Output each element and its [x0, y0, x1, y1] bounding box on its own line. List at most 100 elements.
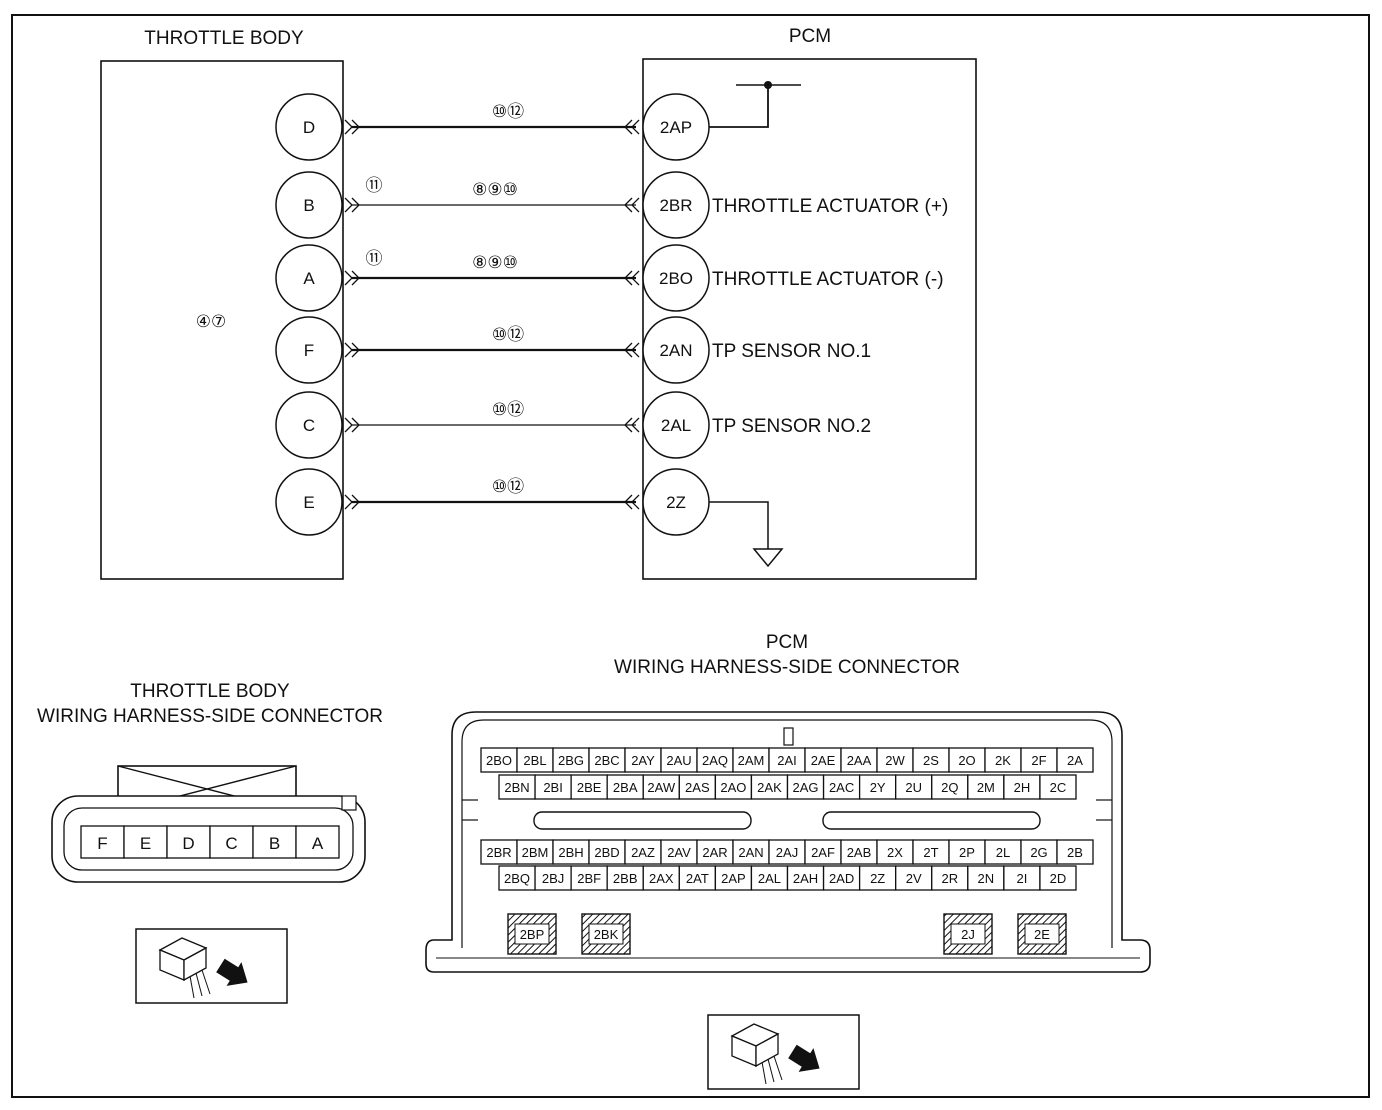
pcm-terminal-circle — [642, 391, 710, 459]
pcm-cavity-label: 2BG — [558, 753, 584, 768]
pcm-signal-label: THROTTLE ACTUATOR (-) — [712, 269, 944, 290]
wire-circuit-label: ⑧⑨⑩ — [472, 180, 518, 199]
tb-connector-pin-cell — [209, 825, 254, 859]
pcm-cavity-label: 2P — [959, 845, 975, 860]
pcm-terminal-circle — [642, 316, 710, 384]
tb-connector-pin-label: A — [312, 834, 324, 853]
pcm-cavity — [750, 774, 789, 800]
pcm-cavity — [1020, 839, 1058, 865]
connector-chevron — [624, 270, 633, 286]
tb-connector-shape — [51, 765, 366, 883]
connector-chevron — [631, 417, 640, 433]
pcm-special-cavity-label: 2E — [1034, 927, 1050, 942]
pcm-cavity-label: 2BI — [543, 780, 563, 795]
wire-circuit-label: ⑧⑨⑩ — [472, 253, 518, 272]
pcm-cavity — [768, 839, 806, 865]
connector-chevron — [631, 197, 640, 213]
pcm-cavity — [750, 865, 789, 891]
pcm-special-cavity: 2J — [943, 913, 993, 955]
tb-terminal-label: E — [303, 493, 314, 512]
pcm-cavity-label: 2Q — [941, 780, 958, 795]
pcm-terminal-circle — [642, 244, 710, 312]
tb-terminal-circle — [275, 93, 343, 161]
pcm-cavity-label: 2R — [941, 871, 958, 886]
tb-connector-title-line1: THROTTLE BODY — [130, 681, 290, 702]
pcm-cavity — [696, 747, 734, 773]
connector-chevron — [351, 417, 360, 433]
connector-chevron — [631, 342, 640, 358]
tb-connector-pin-cell — [166, 825, 211, 859]
pcm-cavity — [840, 839, 878, 865]
tb-connector-pin-label: E — [140, 834, 151, 853]
pcm-box — [642, 58, 977, 580]
pcm-cavity-label: 2BQ — [504, 871, 530, 886]
pcm-cavity — [912, 839, 950, 865]
pcm-cavity-label: 2BC — [594, 753, 619, 768]
pcm-cavity-label: 2V — [906, 871, 922, 886]
pcm-cavity-label: 2S — [923, 753, 939, 768]
pcm-cavity — [696, 839, 734, 865]
pcm-cavity — [660, 747, 698, 773]
tb-connector-pin-label: C — [225, 834, 237, 853]
connector-view-icon-right — [707, 1014, 860, 1090]
pcm-cavity-label: 2AD — [829, 871, 854, 886]
pcm-signal-label: TP SENSOR NO.2 — [712, 416, 871, 437]
pcm-cavity-label: 2AT — [686, 871, 709, 886]
pcm-cavity-label: 2H — [1014, 780, 1031, 795]
tb-terminal-label: D — [303, 118, 315, 137]
tb-connector-pin-label: B — [269, 834, 280, 853]
pcm-cavity-label: 2AZ — [631, 845, 655, 860]
tb-connector-pin-cell — [123, 825, 168, 859]
pcm-cavity — [804, 747, 842, 773]
connector-chevron — [351, 494, 360, 510]
pcm-cavity-label: 2O — [958, 753, 975, 768]
wire-circuit-label: ⑩⑫ — [492, 102, 524, 121]
pcm-cavity-label: 2I — [1016, 871, 1027, 886]
wire-circuit-label: ⑩⑫ — [492, 400, 524, 419]
pcm-cavity-label: 2U — [905, 780, 922, 795]
pcm-cavity — [1003, 774, 1041, 800]
pcm-cavity — [822, 774, 861, 800]
pcm-cavity — [840, 747, 878, 773]
pcm-cavity-label: 2G — [1030, 845, 1047, 860]
pcm-cavity-label: 2M — [977, 780, 995, 795]
pcm-cavity-label: 2AA — [847, 753, 872, 768]
pcm-cavity-label: 2W — [885, 753, 905, 768]
pcm-cavity — [1039, 774, 1077, 800]
throttle-body-note: ④⑦ — [196, 312, 226, 331]
connector-chevron — [351, 342, 360, 358]
pcm-cavity — [516, 839, 554, 865]
pcm-cavity-label: 2AX — [649, 871, 674, 886]
tb-connector-pin-label: D — [182, 834, 194, 853]
connector-chevron — [344, 119, 353, 135]
pcm-cavity — [984, 839, 1022, 865]
pcm-cavity-label: 2BN — [504, 780, 529, 795]
pcm-cavity — [480, 747, 518, 773]
pcm-cavity-label: 2AI — [777, 753, 797, 768]
connector-chevron — [631, 270, 640, 286]
connector-chevron — [344, 197, 353, 213]
pcm-cavity-label: 2BA — [613, 780, 638, 795]
pcm-special-cavity: 2BK — [581, 913, 631, 955]
pcm-cavity — [498, 865, 536, 891]
pcm-cavity — [804, 839, 842, 865]
pcm-terminal-label: 2Z — [666, 493, 686, 512]
pcm-cavity-label: 2AP — [721, 871, 746, 886]
pcm-connector-title-line2: WIRING HARNESS-SIDE CONNECTOR — [614, 657, 960, 678]
pcm-cavity-label: 2AY — [631, 753, 655, 768]
pcm-cavity — [570, 865, 608, 891]
pcm-cavity-label: 2AM — [738, 753, 765, 768]
pcm-cavity — [588, 747, 626, 773]
pcm-cavity-label: 2BD — [594, 845, 619, 860]
tb-terminal-label: C — [303, 416, 315, 435]
pcm-cavity — [895, 774, 933, 800]
connector-chevron — [631, 494, 640, 510]
pcm-cavity-label: 2BL — [523, 753, 546, 768]
